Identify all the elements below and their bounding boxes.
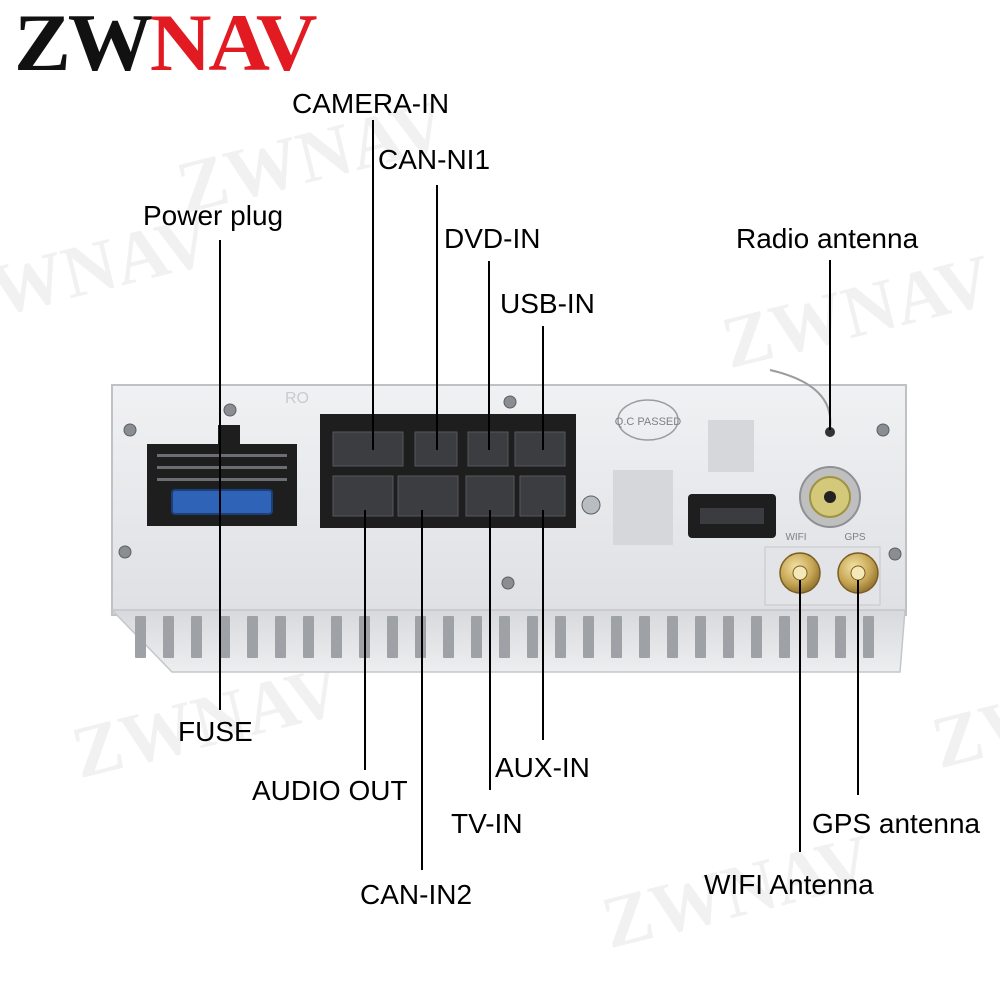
label-fuse: FUSE [178, 716, 253, 747]
radio-antenna-socket [769, 369, 861, 528]
wifi-port-mark: WIFI [785, 532, 806, 543]
cooling-fins [135, 616, 874, 658]
usb-in-port [514, 431, 566, 467]
label-aux-in: AUX-IN [495, 752, 590, 783]
qc-passed-stamp: Q.C PASSED [615, 399, 681, 441]
label-patch [613, 470, 673, 545]
connector-block [320, 414, 576, 528]
audio-out-port [332, 475, 394, 517]
label-dvd-in: DVD-IN [444, 223, 541, 254]
label-power-plug: Power plug [143, 200, 284, 231]
housing-mark: RO [285, 390, 309, 407]
label-patch [708, 420, 754, 472]
label-can-in2: CAN-IN2 [360, 879, 473, 910]
label-audio-out: AUDIO OUT [252, 775, 408, 806]
can-in2-port [397, 475, 459, 517]
fuse [171, 489, 273, 515]
brand-logo: ZWNAV [14, 2, 317, 84]
label-gps-antenna: GPS antenna [812, 808, 981, 839]
screws [118, 395, 902, 590]
label-camera-in: CAMERA-IN [292, 88, 450, 119]
label-tv-in: TV-IN [451, 808, 523, 839]
gps-port-mark: GPS [844, 532, 865, 543]
camera-in-port [332, 431, 404, 467]
leader-lines [219, 120, 859, 870]
hdmi-port [688, 494, 776, 538]
label-wifi-antenna: WIFI Antenna [704, 869, 874, 900]
antenna-panel: WIFI GPS [764, 532, 881, 606]
tv-in-port [465, 475, 515, 517]
logo-text-nav: NAV [149, 0, 318, 88]
aux-in-port [519, 475, 566, 517]
qc-stamp-text: Q.C PASSED [615, 416, 681, 428]
label-usb-in: USB-IN [500, 288, 595, 319]
label-can-ni1: CAN-NI1 [378, 144, 491, 175]
logo-text-zw: ZW [14, 0, 153, 88]
label-radio-antenna: Radio antenna [736, 223, 919, 254]
